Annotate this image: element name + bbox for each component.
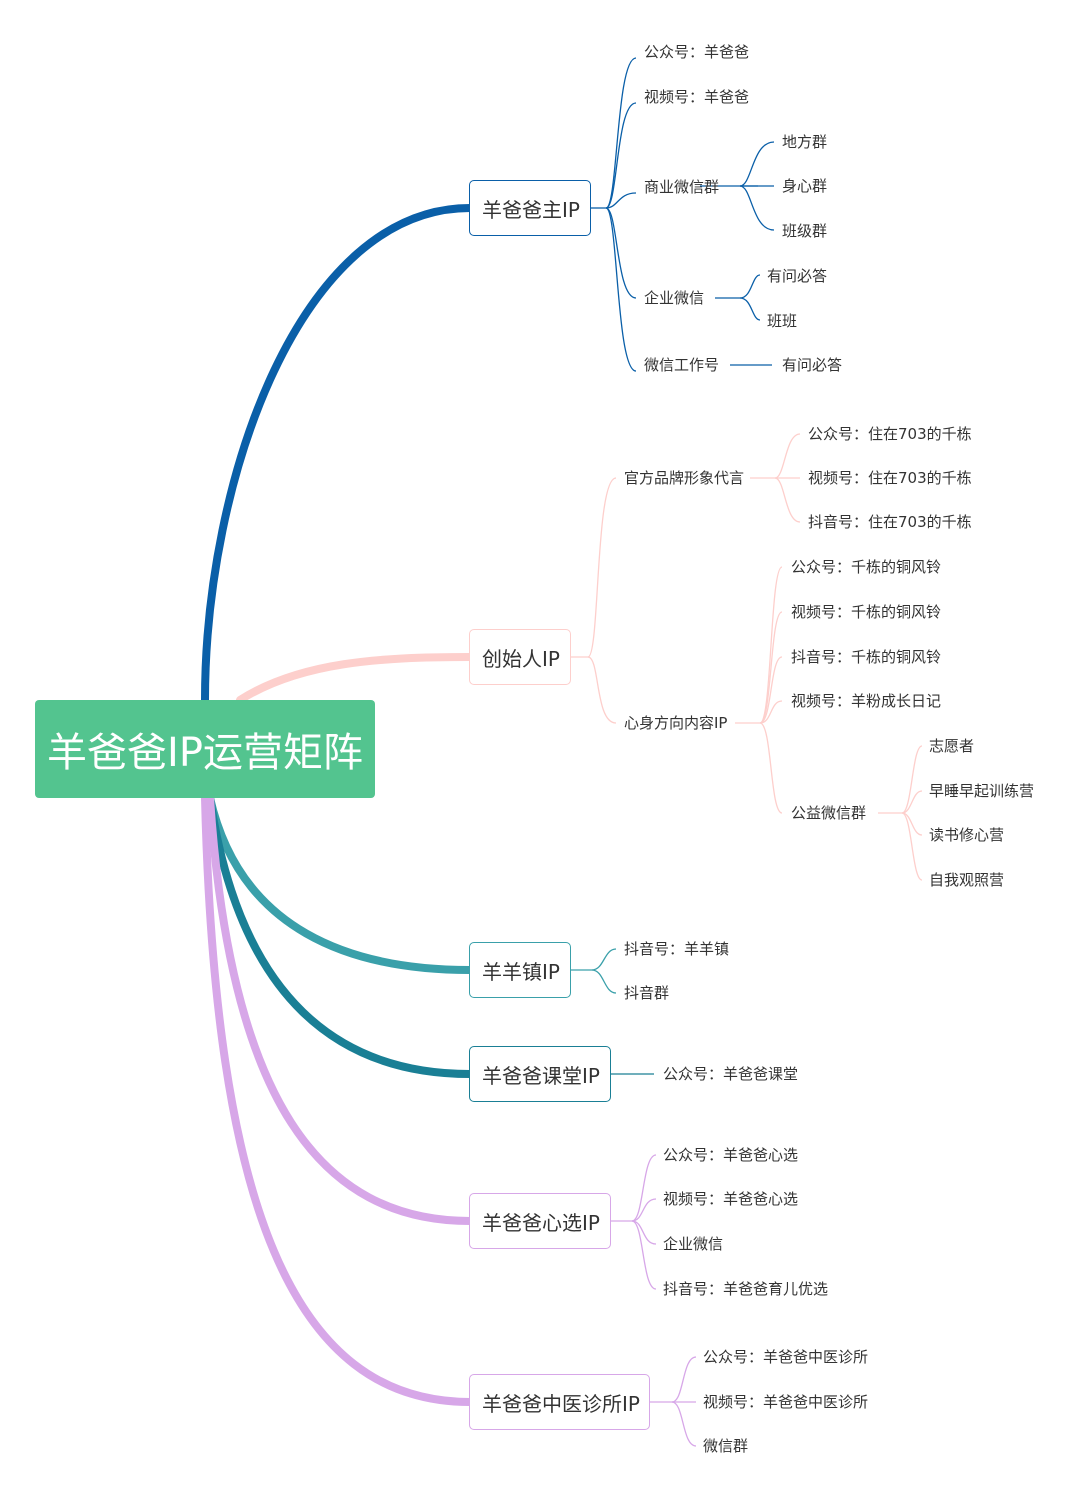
leaf-clinic-item[interactable]: 微信群 (703, 1437, 749, 1455)
leaf-enterprise-wechat[interactable]: 有问必答 (767, 267, 828, 285)
leaf-main-ip-item[interactable]: 商业微信群 (644, 178, 720, 196)
topic-class-ip[interactable]: 羊爸爸课堂IP (469, 1046, 611, 1102)
topic-main-ip[interactable]: 羊爸爸主IP (469, 180, 591, 236)
leaf-content-account[interactable]: 公益微信群 (791, 804, 867, 822)
leaf-main-ip-item[interactable]: 公众号：羊爸爸 (644, 43, 750, 61)
leaf-yyz-item[interactable]: 抖音群 (624, 984, 670, 1002)
leaf-charity-group[interactable]: 自我观照营 (929, 871, 1005, 889)
leaf-charity-group[interactable]: 读书修心营 (929, 826, 1005, 844)
main-ip-connectors (591, 57, 775, 372)
leaf-founder-item[interactable]: 官方品牌形象代言 (624, 469, 745, 487)
topic-select-ip[interactable]: 羊爸爸心选IP (469, 1193, 611, 1249)
leaf-business-group[interactable]: 地方群 (782, 133, 828, 151)
leaf-select-item[interactable]: 抖音号：羊爸爸育儿优选 (663, 1280, 829, 1298)
leaf-business-group[interactable]: 身心群 (782, 177, 828, 195)
leaf-select-item[interactable]: 视频号：羊爸爸心选 (663, 1190, 799, 1208)
leaf-enterprise-wechat[interactable]: 班班 (767, 312, 798, 330)
leaf-business-group[interactable]: 班级群 (782, 222, 828, 240)
founder-ip-connectors (571, 433, 923, 881)
leaf-select-item[interactable]: 公众号：羊爸爸心选 (663, 1146, 799, 1164)
leaf-work-account[interactable]: 有问必答 (782, 356, 843, 374)
leaf-main-ip-item[interactable]: 微信工作号 (644, 356, 720, 374)
leaf-brand-account[interactable]: 公众号：住在703的千栋 (808, 425, 972, 443)
leaf-content-account[interactable]: 公众号：千栋的铜风铃 (791, 558, 942, 576)
clinic-ip-connectors (650, 1356, 697, 1447)
leaf-main-ip-item[interactable]: 视频号：羊爸爸 (644, 88, 750, 106)
branch-line-clinic-ip (201, 794, 474, 1406)
topic-clinic-ip[interactable]: 羊爸爸中医诊所IP (469, 1374, 650, 1430)
leaf-class-item[interactable]: 公众号：羊爸爸课堂 (663, 1065, 799, 1083)
root-topic[interactable]: 羊爸爸IP运营矩阵 (35, 700, 375, 798)
select-ip-connectors (611, 1154, 657, 1290)
branch-line-class-ip (206, 794, 474, 1078)
leaf-main-ip-item[interactable]: 企业微信 (644, 289, 705, 307)
leaf-yyz-item[interactable]: 抖音号：羊羊镇 (624, 940, 730, 958)
leaf-select-item[interactable]: 企业微信 (663, 1235, 724, 1253)
topic-yyz-ip[interactable]: 羊羊镇IP (469, 942, 571, 998)
leaf-content-account[interactable]: 抖音号：千栋的铜风铃 (791, 648, 942, 666)
leaf-brand-account[interactable]: 视频号：住在703的千栋 (808, 469, 972, 487)
branch-line-founder-ip (236, 653, 474, 704)
leaf-clinic-item[interactable]: 公众号：羊爸爸中医诊所 (703, 1348, 869, 1366)
leaf-content-account[interactable]: 视频号：羊粉成长日记 (791, 692, 942, 710)
leaf-brand-account[interactable]: 抖音号：住在703的千栋 (808, 513, 972, 531)
leaf-content-account[interactable]: 视频号：千栋的铜风铃 (791, 603, 942, 621)
yyz-ip-connectors (571, 948, 617, 994)
leaf-charity-group[interactable]: 志愿者 (929, 737, 975, 755)
leaf-charity-group[interactable]: 早睡早起训练营 (929, 782, 1035, 800)
branch-line-select-ip (206, 794, 474, 1225)
topic-founder-ip[interactable]: 创始人IP (469, 629, 571, 685)
branch-line-yyz-ip (206, 794, 474, 974)
branch-line-main-ip (201, 204, 474, 704)
leaf-clinic-item[interactable]: 视频号：羊爸爸中医诊所 (703, 1393, 869, 1411)
leaf-founder-item[interactable]: 心身方向内容IP (624, 714, 728, 732)
